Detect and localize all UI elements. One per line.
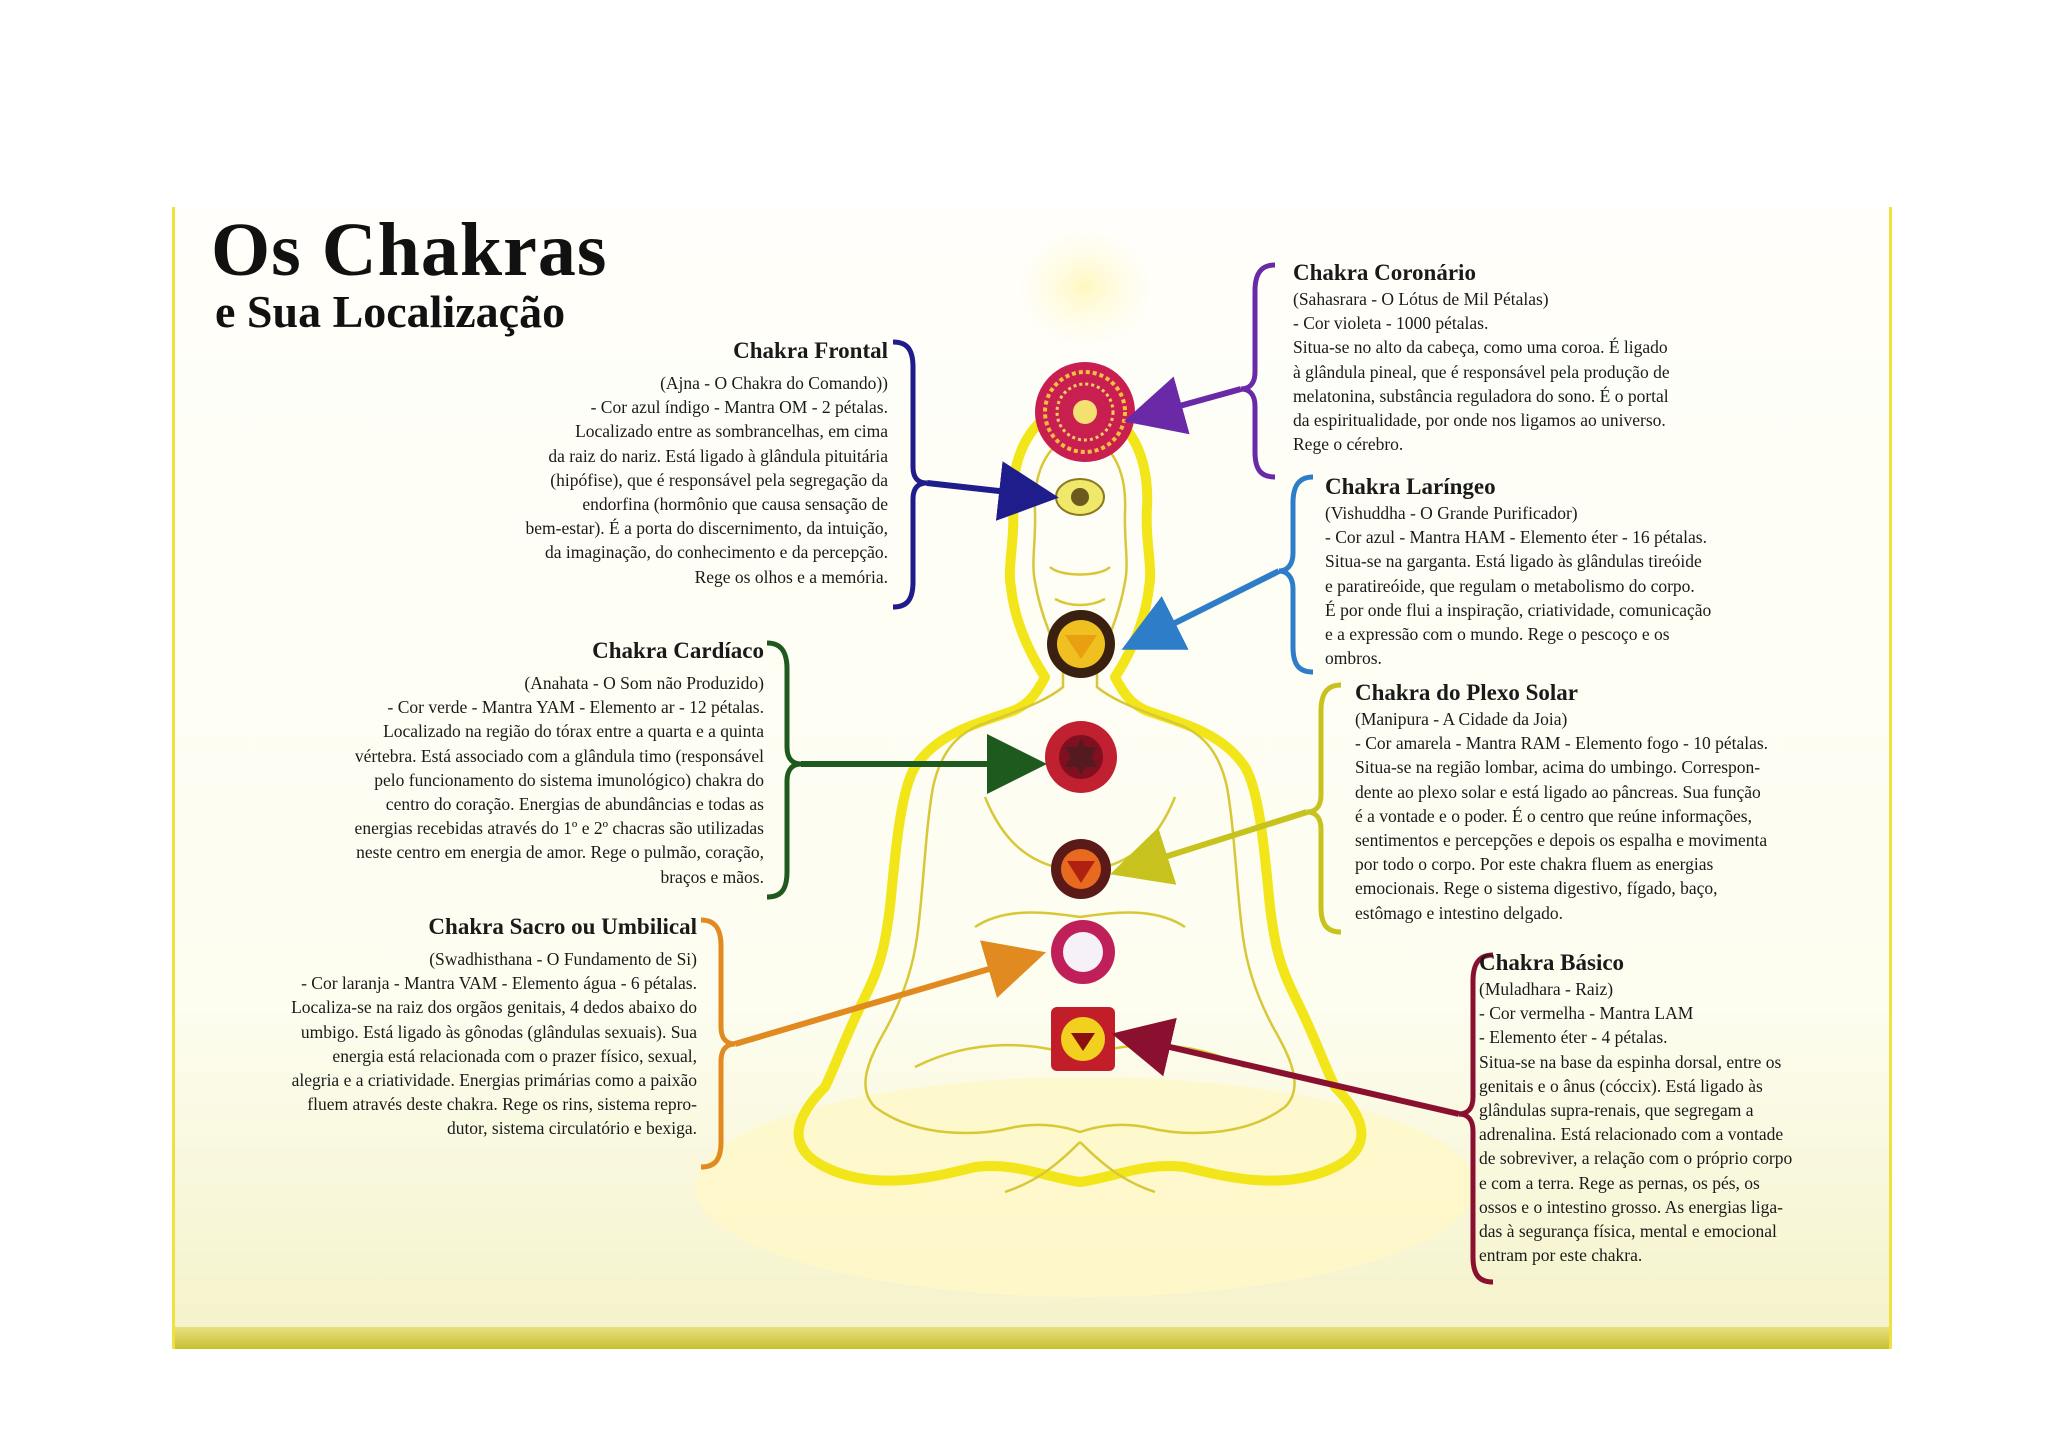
chakra-line: (Swadhisthana - O Fundamento de Si) (291, 947, 697, 971)
frontal-symbol (1056, 479, 1104, 515)
chakra-heading: Chakra Coronário (1293, 259, 1670, 287)
coronario-arrow (1147, 389, 1241, 415)
frontal-brace (893, 342, 927, 607)
chakra-line: glândulas supra-renais, que segregam a (1479, 1098, 1792, 1122)
chakra-line: por todo o corpo. Por este chakra fluem … (1355, 852, 1768, 876)
chakra-line: - Cor amarela - Mantra RAM - Elemento fo… (1355, 731, 1768, 755)
chakra-line: melatonina, substância reguladora do son… (1293, 384, 1670, 408)
chakra-line: Rege o cérebro. (1293, 432, 1670, 456)
chakra-heading: Chakra Sacro ou Umbilical (291, 913, 697, 941)
sacro-symbol (1051, 920, 1115, 984)
chakra-line: da espiritualidade, por onde nos ligamos… (1293, 408, 1670, 432)
chakra-line: É por onde flui a inspiração, criativida… (1325, 598, 1711, 622)
chakra-line: e a expressão com o mundo. Rege o pescoç… (1325, 622, 1711, 646)
chakra-line: centro do coração. Energias de abundânci… (355, 792, 764, 816)
chakra-coronario-text: Chakra Coronário (Sahasrara - O Lótus de… (1293, 259, 1670, 456)
chakra-line: genitais e o ânus (cóccix). Está ligado … (1479, 1074, 1792, 1098)
chakra-line: - Elemento éter - 4 pétalas. (1479, 1025, 1792, 1049)
frontal-arrow (927, 483, 1035, 495)
chakra-line: braços e mãos. (355, 865, 764, 889)
chakra-line: - Cor violeta - 1000 pétalas. (1293, 311, 1670, 335)
chakra-line: bem-estar). É a porta do discernimento, … (525, 516, 888, 540)
chakra-line: pelo funcionamento do sistema imunológic… (355, 768, 764, 792)
chakra-heading: Chakra do Plexo Solar (1355, 679, 1768, 707)
chakra-line: de sobreviver, a relação com o próprio c… (1479, 1146, 1792, 1170)
chakra-basico-text: Chakra Básico (Muladhara - Raiz) - Cor v… (1479, 949, 1792, 1267)
chakra-line: adrenalina. Está relacionado com a vonta… (1479, 1122, 1792, 1146)
sacro-brace (701, 920, 735, 1167)
chakra-line: Rege os olhos e a memória. (525, 565, 888, 589)
chakra-heading: Chakra Cardíaco (355, 637, 764, 665)
basico-symbol (1051, 1007, 1115, 1071)
chakra-sacro-text: Chakra Sacro ou Umbilical (Swadhisthana … (291, 913, 697, 1141)
chakra-line: (Sahasrara - O Lótus de Mil Pétalas) (1293, 287, 1670, 311)
chakra-line: (Anahata - O Som não Produzido) (355, 671, 764, 695)
chakra-line: emocionais. Rege o sistema digestivo, fí… (1355, 876, 1768, 900)
chakra-line: da raiz do nariz. Está ligado à glândula… (525, 444, 888, 468)
chakra-line: Localizado entre as sombrancelhas, em ci… (525, 419, 888, 443)
chakra-line: Localiza-se na raiz dos orgãos genitais,… (291, 995, 697, 1019)
page-subtitle: e Sua Localização (215, 285, 565, 338)
chakra-line: (Vishuddha - O Grande Purificador) (1325, 501, 1711, 525)
chakra-line: ossos e o intestino grosso. As energias … (1479, 1195, 1792, 1219)
chakra-line: endorfina (hormônio que causa sensação d… (525, 492, 888, 516)
chakra-line: - Cor verde - Mantra YAM - Elemento ar -… (355, 695, 764, 719)
chakra-line: fluem através deste chakra. Rege os rins… (291, 1092, 697, 1116)
chakra-line: da imaginação, do conhecimento e da perc… (525, 540, 888, 564)
laringeo-arrow (1143, 571, 1279, 639)
cardiaco-symbol (1045, 721, 1117, 793)
chakra-line: (Manipura - A Cidade da Joia) (1355, 707, 1768, 731)
plexo-brace (1307, 685, 1341, 932)
chakra-cardiaco-text: Chakra Cardíaco (Anahata - O Som não Pro… (355, 637, 764, 889)
chakra-line: estômago e intestino delgado. (1355, 901, 1768, 925)
chakra-line: Situa-se no alto da cabeça, como uma cor… (1293, 335, 1670, 359)
laringeo-symbol (1047, 610, 1115, 678)
chakra-line: e com a terra. Rege as pernas, os pés, o… (1479, 1171, 1792, 1195)
plexo-arrow (1133, 812, 1307, 867)
chakra-line: dutor, sistema circulatório e bexiga. (291, 1116, 697, 1140)
poster-bottom-border (175, 1327, 1889, 1349)
chakra-line: (Ajna - O Chakra do Comando)) (525, 371, 888, 395)
chakra-line: é a vontade e o poder. É o centro que re… (1355, 804, 1768, 828)
page-title: Os Chakras (211, 207, 607, 294)
laringeo-brace (1279, 477, 1313, 672)
coronario-brace (1241, 265, 1275, 477)
plexo-symbol (1051, 839, 1111, 899)
chakra-line: Localizado na região do tórax entre a qu… (355, 719, 764, 743)
chakra-line: - Cor laranja - Mantra VAM - Elemento ág… (291, 971, 697, 995)
chakra-line: - Cor vermelha - Mantra LAM (1479, 1001, 1792, 1025)
chakra-line: entram por este chakra. (1479, 1243, 1792, 1267)
chakra-line: e paratireóide, que regulam o metabolism… (1325, 574, 1711, 598)
chakra-poster: Os Chakras e Sua Localização Chakra Fron… (172, 207, 1892, 1349)
coronario-symbol (1035, 362, 1135, 462)
chakra-line: - Cor azul índigo - Mantra OM - 2 pétala… (525, 395, 888, 419)
chakra-line: dente ao plexo solar e está ligado ao pâ… (1355, 780, 1768, 804)
cardiaco-brace (767, 643, 801, 897)
chakra-plexo-text: Chakra do Plexo Solar (Manipura - A Cida… (1355, 679, 1768, 925)
chakra-line: vértebra. Está associado com a glândula … (355, 744, 764, 768)
chakra-line: alegria e a criatividade. Energias primá… (291, 1068, 697, 1092)
chakra-line: neste centro em energia de amor. Rege o … (355, 840, 764, 864)
chakra-heading: Chakra Frontal (525, 337, 888, 365)
chakra-line: à glândula pineal, que é responsável pel… (1293, 360, 1670, 384)
chakra-laringeo-text: Chakra Laríngeo (Vishuddha - O Grande Pu… (1325, 473, 1711, 670)
chakra-frontal-text: Chakra Frontal (Ajna - O Chakra do Coman… (525, 337, 888, 589)
chakra-heading: Chakra Básico (1479, 949, 1792, 977)
chakra-line: Situa-se na garganta. Está ligado às glâ… (1325, 549, 1711, 573)
chakra-line: umbigo. Está ligado às gônodas (glândula… (291, 1020, 697, 1044)
chakra-line: - Cor azul - Mantra HAM - Elemento éter … (1325, 525, 1711, 549)
chakra-line: Situa-se na região lombar, acima do umbi… (1355, 755, 1768, 779)
chakra-line: energias recebidas através do 1º e 2º ch… (355, 816, 764, 840)
chakra-line: Situa-se na base da espinha dorsal, entr… (1479, 1050, 1792, 1074)
chakra-line: das à segurança física, mental e emocion… (1479, 1219, 1792, 1243)
chakra-line: (Muladhara - Raiz) (1479, 977, 1792, 1001)
chakra-line: ombros. (1325, 646, 1711, 670)
chakra-line: energia está relacionada com o prazer fí… (291, 1044, 697, 1068)
chakra-line: (hipófise), que é responsável pela segre… (525, 468, 888, 492)
chakra-line: sentimentos e percepções e depois os esp… (1355, 828, 1768, 852)
chakra-heading: Chakra Laríngeo (1325, 473, 1711, 501)
